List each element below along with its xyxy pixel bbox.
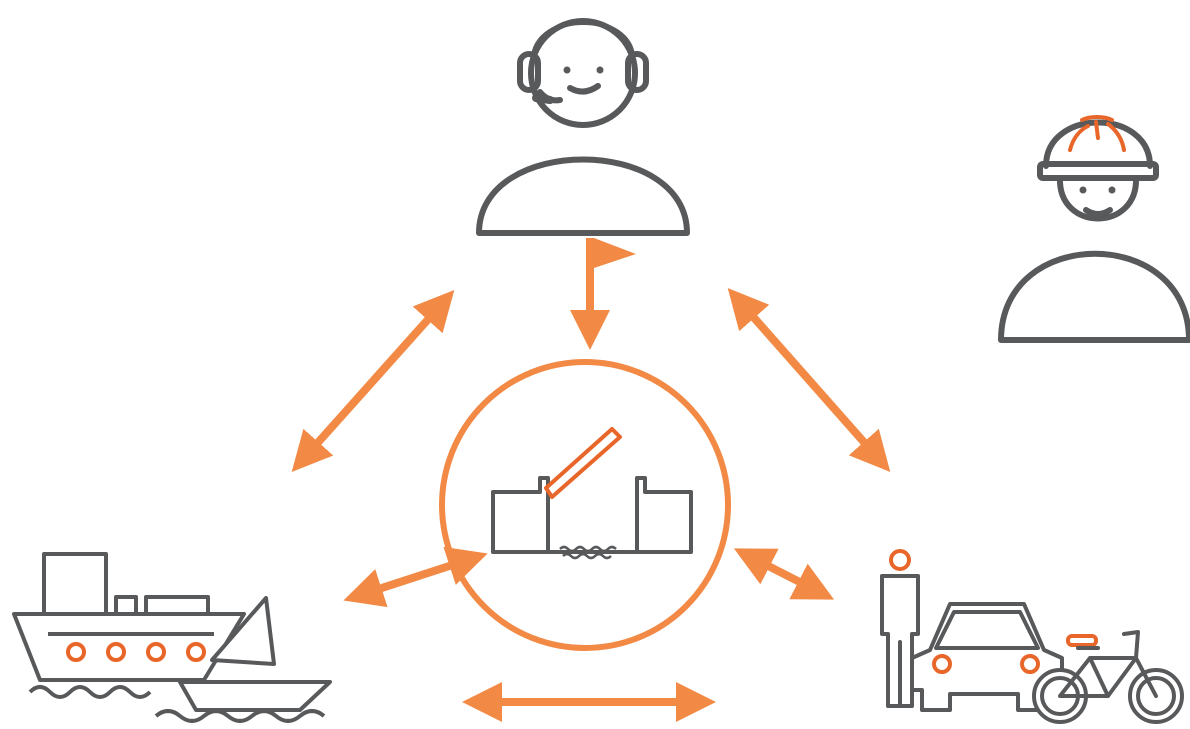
ships-icon: [12, 552, 332, 723]
arrow-bridge-vessels: [343, 546, 488, 608]
arrow-operator-vessels: [291, 290, 455, 472]
arrow-bridge-road-users: [733, 548, 835, 600]
operator-headset-person-icon: [476, 18, 690, 236]
connection-arrows: [291, 238, 891, 722]
arrow-operator-to-bridge: [570, 238, 636, 350]
arrow-operator-road-users: [727, 288, 891, 472]
pedestrian-car-bicycle-icon: [880, 549, 1184, 724]
bascule-bridge-icon: [439, 359, 731, 651]
engineer-hardhat-person-icon: [998, 115, 1190, 343]
